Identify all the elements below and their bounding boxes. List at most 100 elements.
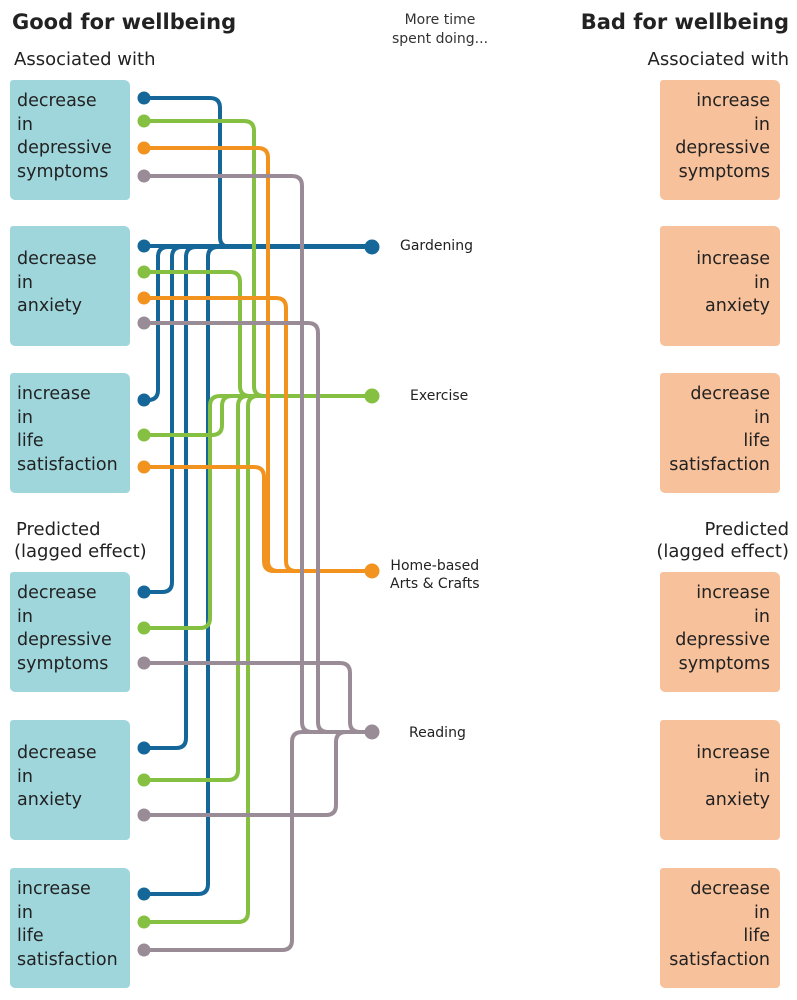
- box-text-line: decrease: [17, 743, 97, 763]
- connector-line: [144, 394, 372, 782]
- hint-line-2: spent doing...: [391, 31, 489, 47]
- connector-start-dot: [137, 141, 151, 155]
- connector-start-dot: [137, 169, 151, 183]
- good-outcome-box: increase in life satisfaction: [10, 373, 130, 493]
- box-text-line: increase: [17, 384, 91, 404]
- box-text-line: increase: [17, 879, 91, 899]
- predicted-label-good: Predicted (lagged effect): [14, 519, 147, 563]
- box-text-line: anxiety: [17, 296, 83, 316]
- predicted-line-1: Predicted: [704, 519, 790, 540]
- box-text-line: depressive: [675, 630, 770, 650]
- box-text-line: decrease: [17, 91, 97, 111]
- connector-start-dot: [137, 291, 151, 305]
- box-text-line: anxiety: [17, 790, 83, 810]
- box-text-line: satisfaction: [669, 454, 770, 475]
- box-text-line: in: [17, 606, 33, 627]
- box-text-line: depressive: [17, 138, 112, 158]
- connector-line: [144, 174, 372, 734]
- associated-label-good: Associated with: [14, 49, 156, 70]
- box-text-line: symptoms: [678, 653, 770, 674]
- box-text-line: life: [743, 926, 770, 946]
- activity-label-line: Exercise: [410, 388, 469, 404]
- connector-start-dot: [137, 393, 151, 407]
- connector-start-dot: [137, 943, 151, 957]
- activity-label-line: Arts & Crafts: [390, 576, 480, 592]
- bad-outcome-box: increase in anxiety: [660, 226, 780, 346]
- connector-line: [144, 321, 372, 734]
- hint-line-1: More time: [404, 12, 476, 28]
- box-text-line: in: [17, 114, 33, 135]
- bad-heading: Bad for wellbeing: [580, 10, 789, 34]
- box-text-line: anxiety: [704, 790, 770, 810]
- box-text-line: depressive: [675, 138, 770, 158]
- connector-start-dot: [137, 915, 151, 929]
- connector-start-dot: [137, 741, 151, 755]
- associated-label-bad: Associated with: [647, 49, 789, 70]
- box-text-line: in: [754, 902, 770, 923]
- connector-line: [144, 146, 372, 573]
- hint-text: More time spent doing...: [385, 11, 495, 49]
- connector-start-dot: [137, 808, 151, 822]
- box-text-line: satisfaction: [669, 949, 770, 970]
- connector-line: [144, 119, 372, 398]
- activity-label-line: Reading: [409, 725, 466, 741]
- box-text-line: increase: [696, 583, 770, 603]
- box-text-line: in: [17, 407, 33, 428]
- connector-line: [144, 394, 372, 630]
- box-text-line: depressive: [17, 630, 112, 650]
- box-text-line: decrease: [17, 583, 97, 603]
- connector-start-dot: [137, 460, 151, 474]
- activity-dot: [364, 563, 380, 579]
- activity-label-line: Gardening: [400, 238, 473, 254]
- good-heading: Good for wellbeing: [12, 10, 237, 34]
- connector-line: [144, 661, 372, 734]
- box-text-line: decrease: [690, 879, 770, 899]
- activity-dot: [364, 724, 380, 740]
- box-text-line: in: [754, 272, 770, 293]
- activity-label: Reading: [409, 724, 466, 742]
- box-text-line: life: [17, 926, 44, 946]
- connector-start-dot: [137, 773, 151, 787]
- connector-start-dot: [137, 621, 151, 635]
- connector-line: [144, 730, 372, 952]
- connector-line: [144, 245, 372, 594]
- box-text-line: in: [754, 407, 770, 428]
- box-text-line: increase: [696, 743, 770, 763]
- connector-start-dot: [137, 316, 151, 330]
- predicted-line-2: (lagged effect): [656, 541, 789, 562]
- connector-start-dot: [137, 114, 151, 128]
- connector-start-dot: [137, 585, 151, 599]
- box-text-line: decrease: [17, 249, 97, 269]
- activity-label-line: Home-based: [390, 558, 480, 574]
- box-text-line: in: [754, 114, 770, 135]
- connector-start-dot: [137, 91, 151, 105]
- box-text-line: life: [743, 431, 770, 451]
- predicted-label-bad: Predicted (lagged effect): [656, 519, 789, 563]
- activity-dot: [364, 388, 380, 404]
- activity-label: Exercise: [410, 387, 468, 405]
- box-text-line: life: [17, 431, 44, 451]
- box-text-line: decrease: [690, 384, 770, 404]
- box-text-line: increase: [696, 249, 770, 269]
- connector-start-dot: [137, 887, 151, 901]
- box-text-line: anxiety: [704, 296, 770, 316]
- good-outcome-box: decrease in depressive symptoms: [10, 80, 130, 200]
- box-text-line: symptoms: [17, 161, 109, 182]
- connector-start-dot: [137, 428, 151, 442]
- box-text-line: in: [754, 766, 770, 787]
- connector-line: [144, 245, 372, 750]
- bad-outcome-box: decrease in life satisfaction: [660, 868, 780, 988]
- box-text-line: satisfaction: [17, 454, 118, 475]
- connector-line: [144, 394, 372, 924]
- connector-start-dot: [137, 656, 151, 670]
- predicted-line-2: (lagged effect): [14, 541, 147, 562]
- box-text-line: in: [17, 902, 33, 923]
